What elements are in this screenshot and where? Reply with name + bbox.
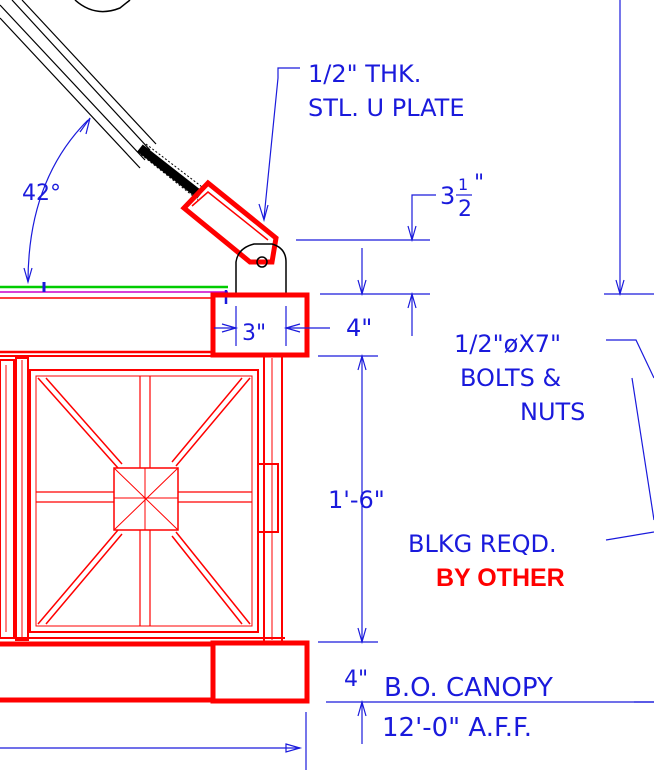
- dim-4-top-label: 4": [346, 314, 372, 342]
- frame-right-post: [263, 355, 283, 643]
- dim-3-arrow-right: [283, 323, 301, 333]
- u-plate-bracket: [235, 243, 287, 293]
- blkg-label-line2: BY OTHER: [436, 564, 565, 592]
- u-plate-leader-arrow: [258, 203, 269, 223]
- dim-3half-leader: [411, 194, 436, 240]
- circle-fragment: [74, 0, 131, 13]
- blkg-leader-2: [631, 377, 654, 521]
- bottom-steel-tube: [210, 640, 310, 704]
- dim-4-top-arrow-b: [407, 291, 417, 309]
- frame-vertical-post: [15, 357, 29, 641]
- threaded-rod-end: [137, 143, 207, 201]
- side-bracket: [257, 463, 279, 533]
- dim-4-bottom-arrow: [357, 699, 367, 717]
- blkg-leader: [605, 531, 654, 541]
- bolts-label-line1: 1/2"øX7": [454, 330, 561, 358]
- bolts-label-line3: NUTS: [520, 398, 585, 426]
- clevis-fitting: [180, 179, 279, 265]
- dim-3-label: 3": [242, 321, 266, 346]
- u-plate-leader: [263, 67, 300, 219]
- angle-arc: [27, 119, 89, 283]
- bracing-hub: [113, 467, 179, 531]
- angle-arrow-bottom: [23, 267, 33, 285]
- dim-3half-inch-mark: ": [474, 171, 484, 196]
- dim-3half-numerator: 1: [458, 175, 468, 194]
- frame-left-panel: [0, 359, 15, 639]
- bolts-leader: [606, 339, 654, 379]
- dim-4-bottom-label: 4": [344, 667, 368, 692]
- angle-label: 42°: [22, 181, 61, 206]
- diagonal-tie-rod: [0, 0, 157, 169]
- angle-arrow-top: [79, 117, 91, 135]
- blkg-label-line1: BLKG REQD.: [408, 530, 557, 558]
- u-plate-label-line2: STL. U PLATE: [308, 94, 465, 122]
- bottom-dimension-arrow: [285, 743, 303, 753]
- dim-3half-denominator: 2: [458, 197, 472, 222]
- dim-3-arrow-left: [221, 323, 239, 333]
- blocking-panel: [29, 369, 259, 633]
- bolt-hole: [256, 256, 268, 268]
- bolts-label-line2: BOLTS &: [460, 364, 561, 392]
- dim-1-6-arrow-top: [357, 353, 367, 371]
- dim-3half-whole: 3: [440, 182, 455, 210]
- canopy-label-line2: 12'-0" A.F.F.: [382, 713, 532, 743]
- canopy-label-line1: B.O. CANOPY: [384, 673, 553, 703]
- dim-1-6-label: 1'-6": [328, 486, 385, 514]
- dim-3half-arrow: [407, 225, 417, 243]
- dim-4-top-arrow-a: [357, 279, 367, 297]
- u-plate-label-line1: 1/2" THK.: [308, 60, 421, 88]
